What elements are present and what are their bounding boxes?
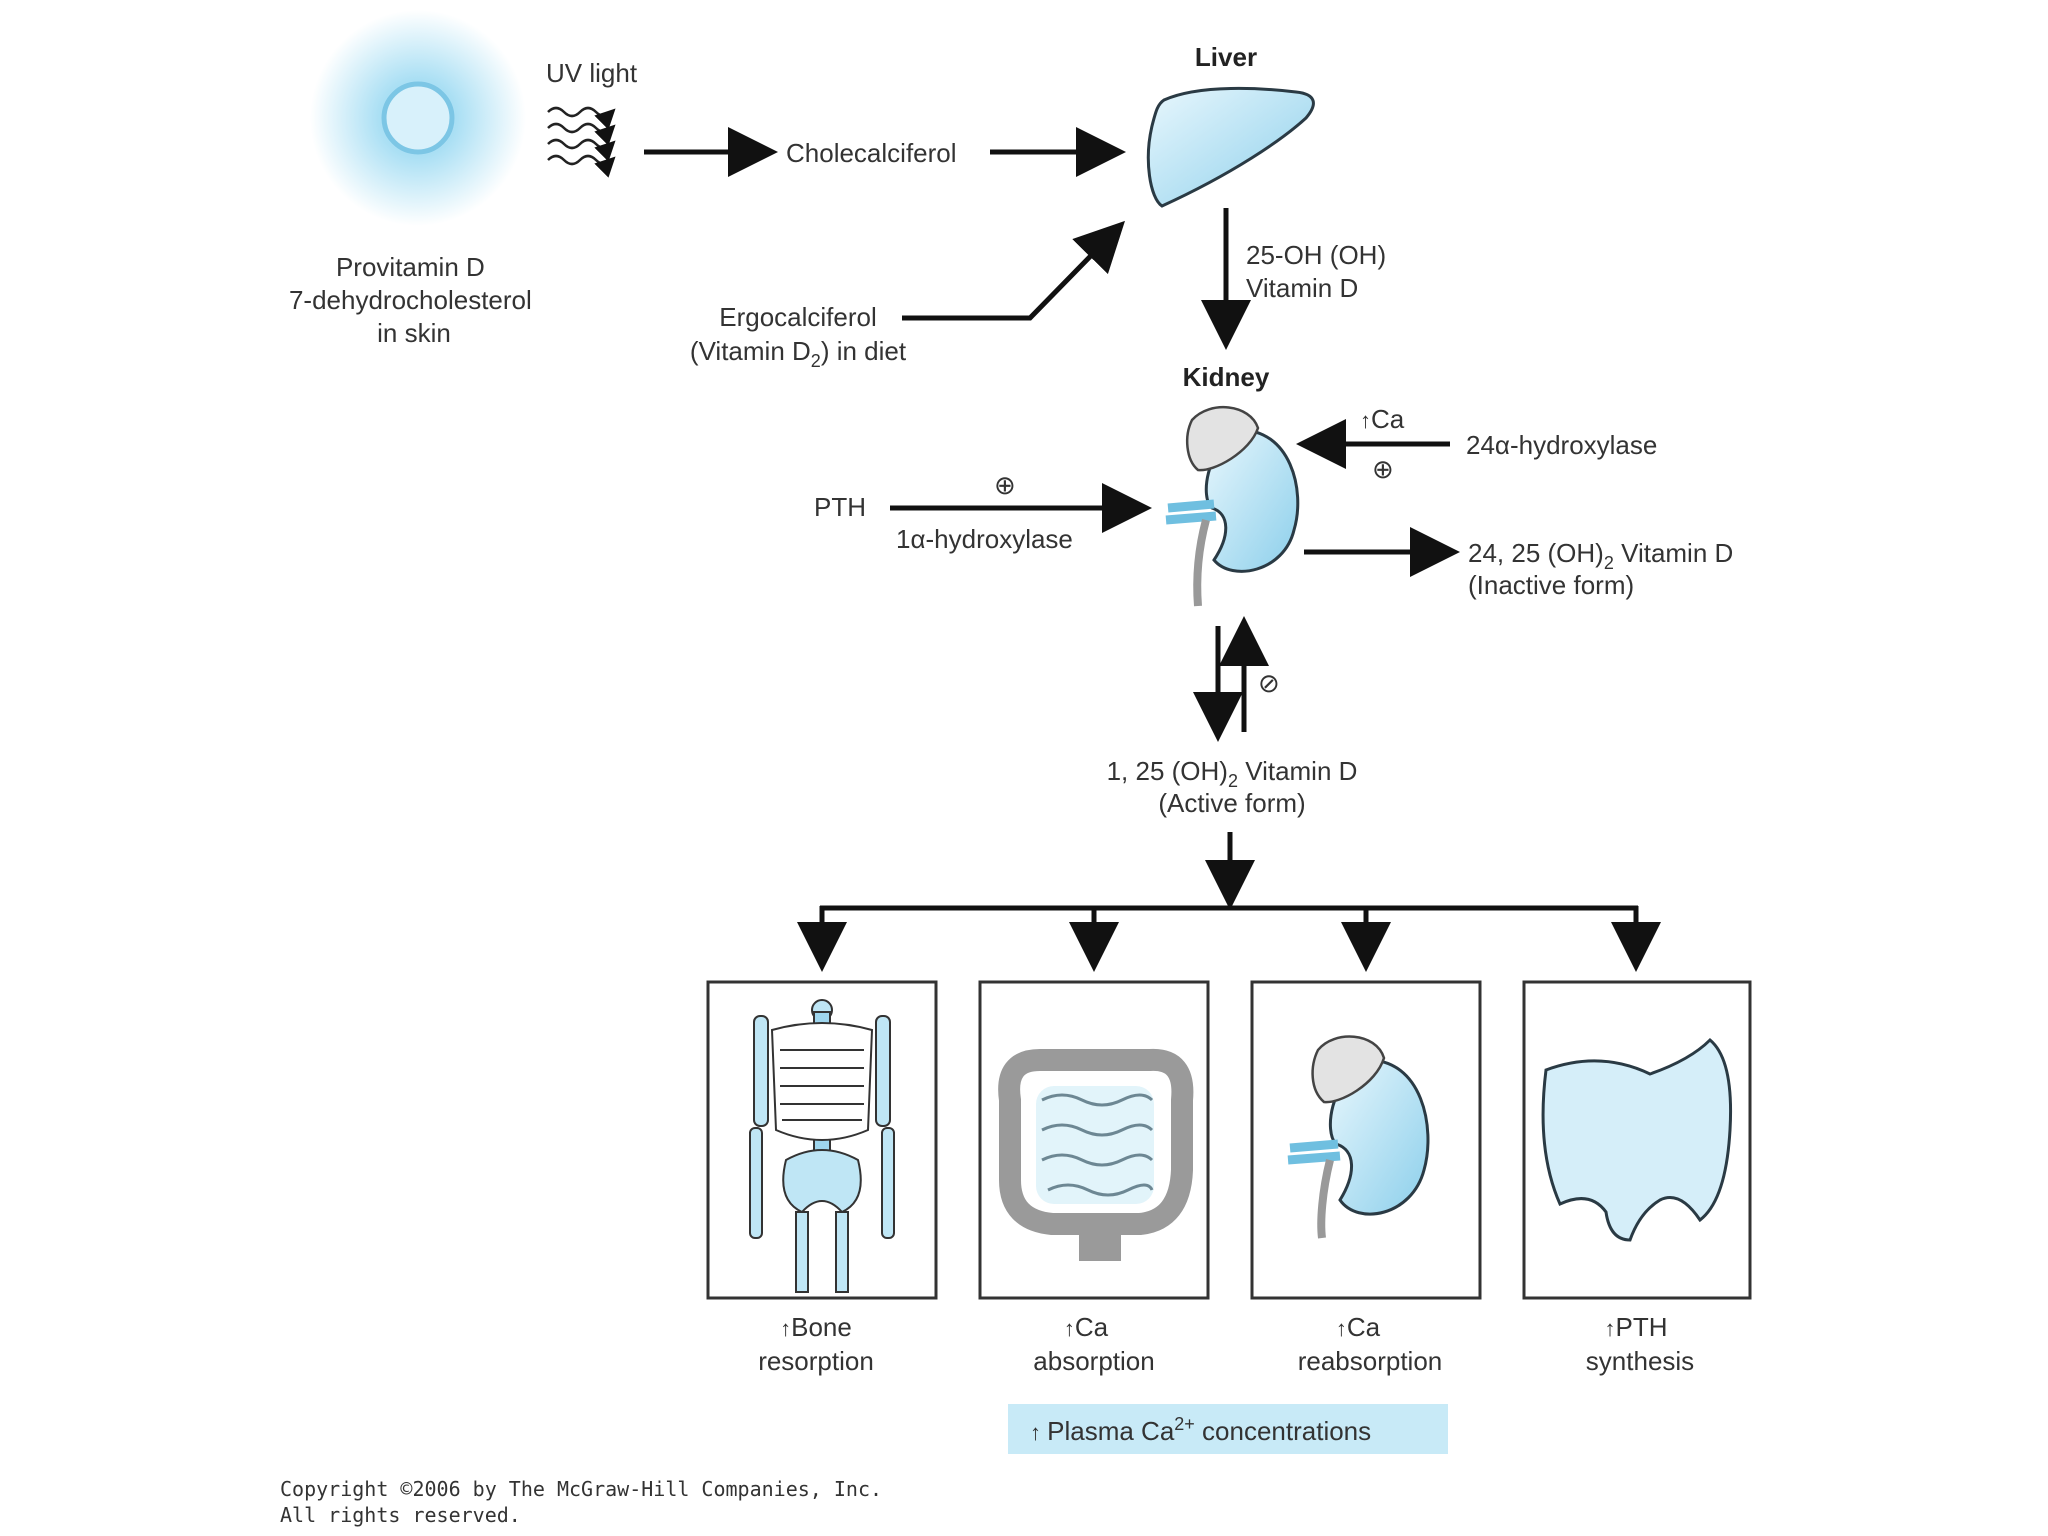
plus-icon-24: ⊕ xyxy=(1372,454,1394,484)
inactive-form-label: 24, 25 (OH)2 Vitamin D xyxy=(1468,538,1733,573)
effect-sublabel-4: synthesis xyxy=(1586,1346,1694,1376)
ca-increase-label: ↑Ca xyxy=(1360,404,1405,434)
effect-sublabel-1: resorption xyxy=(758,1346,874,1376)
copyright-line1: Copyright ©2006 by The McGraw-Hill Compa… xyxy=(280,1477,882,1501)
intestine-icon xyxy=(998,1048,1194,1261)
arrow-ergocalciferol-to-liver xyxy=(902,220,1125,321)
provitamin-label: Provitamin D 7-dehydrocholesterol in ski… xyxy=(289,252,539,348)
active-form-label: 1, 25 (OH)2 Vitamin D xyxy=(1107,756,1358,791)
inactive-form-note: (Inactive form) xyxy=(1468,570,1634,600)
skin-cell-icon xyxy=(310,10,526,226)
kidney-icon-small xyxy=(1287,1035,1430,1239)
skeleton-icon xyxy=(749,999,895,1293)
effect-panel-bone xyxy=(706,980,938,1300)
effect-label-2: ↑Ca xyxy=(1064,1312,1109,1342)
cholecalciferol-label: Cholecalciferol xyxy=(786,138,957,168)
ergocalciferol-label: Ergocalciferol xyxy=(719,302,877,332)
effect-label-1: ↑Bone xyxy=(780,1312,852,1342)
effect-label-3: ↑Ca xyxy=(1336,1312,1381,1342)
ergocalciferol-diet-label: (Vitamin D2) in diet xyxy=(690,336,907,371)
uv-rays-icon xyxy=(547,106,616,178)
hydroxylase24-label: 24α-hydroxylase xyxy=(1466,430,1657,460)
hydroxylase1-label: 1α-hydroxylase xyxy=(896,524,1073,554)
active-form-note: (Active form) xyxy=(1158,788,1305,818)
liver-title: Liver xyxy=(1195,42,1257,72)
effect-sublabel-3: reabsorption xyxy=(1298,1346,1443,1376)
effect-panel-pth xyxy=(1522,980,1752,1300)
plasma-banner xyxy=(1008,1404,1448,1454)
uv-light-label: UV light xyxy=(546,58,638,88)
effect-sublabel-2: absorption xyxy=(1033,1346,1154,1376)
hydroxy25-label: 25-OH (OH) Vitamin D xyxy=(1246,240,1393,303)
parathyroid-icon xyxy=(1541,1037,1733,1242)
kidney-title: Kidney xyxy=(1183,362,1270,392)
distribution-arrows xyxy=(797,832,1661,972)
effect-panel-absorption xyxy=(978,980,1210,1300)
pth-label: PTH xyxy=(814,492,866,522)
effect-panel-reabsorption xyxy=(1250,980,1482,1300)
liver-icon xyxy=(1146,86,1315,208)
kidney-icon xyxy=(1165,406,1300,607)
copyright-line2: All rights reserved. xyxy=(280,1503,521,1527)
plasma-label: ↑ Plasma Ca2+ concentrations xyxy=(1030,1414,1371,1446)
plus-icon-pth: ⊕ xyxy=(994,470,1016,500)
inhibit-icon: ⊘ xyxy=(1258,668,1280,698)
effect-label-4: ↑PTH xyxy=(1605,1312,1668,1342)
